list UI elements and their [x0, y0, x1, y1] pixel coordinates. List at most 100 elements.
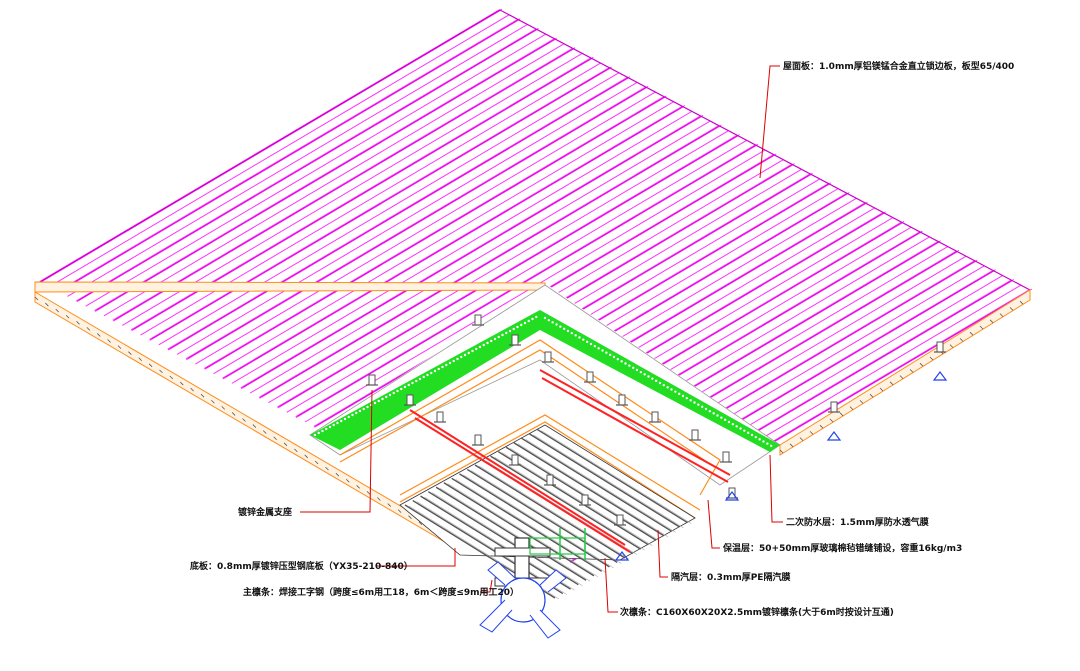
- clip-support: [546, 474, 554, 486]
- edge-hatch-tick: [190, 387, 194, 392]
- edge-hatch-tick: [999, 313, 1004, 317]
- callout-secondary-purlin: 次檩条：C160X60X20X2.5mm镀锌檩条(大于6m时按设计互通): [604, 557, 894, 618]
- edge-hatch-tick: [1019, 300, 1024, 305]
- edge-hatch-tick: [969, 331, 974, 336]
- insulation-dot: [666, 386, 669, 389]
- insulation-dot: [762, 440, 765, 443]
- roof-panel-outline: [39, 9, 1031, 291]
- insulation-dot: [662, 383, 666, 387]
- leader-vapor-barrier: [657, 529, 668, 578]
- insulation-dot: [712, 412, 715, 415]
- insulation-dot: [562, 327, 566, 331]
- insulation-dot: [746, 431, 750, 435]
- deck-rib-edge: [525, 439, 676, 533]
- deck-rib-edge: [447, 483, 599, 578]
- deck-rib-edge: [486, 461, 637, 555]
- deck-rib: [505, 446, 657, 541]
- edge-hatch-tick: [345, 478, 350, 483]
- edge-hatch-tick: [799, 437, 804, 441]
- insulation-dot: [493, 337, 497, 341]
- edge-hatch-tick: [929, 356, 934, 361]
- callout-roof-panel: 屋面板：1.0mm厚铝镁锰合金直立锁边板，板型65/400: [759, 60, 1014, 179]
- edge-hatch-tick: [789, 443, 794, 448]
- insulation-dot: [735, 425, 738, 428]
- insulation-dot: [693, 401, 696, 404]
- edge-bracket: [932, 371, 948, 381]
- insulation-dot: [400, 387, 403, 391]
- callout-vapor-barrier: 隔汽层：0.3mm厚PE隔汽膜: [657, 529, 791, 583]
- edge-hatch-tick: [169, 375, 174, 380]
- deck-rib: [474, 464, 626, 559]
- insulation-dot: [543, 316, 547, 320]
- insulation-dot: [559, 325, 562, 328]
- deck-rib-edge: [502, 452, 653, 546]
- edge-hatch-tick: [34, 296, 39, 301]
- edge-hatch-tick: [829, 418, 834, 423]
- insulation-dot: [482, 343, 485, 347]
- insulation-dot: [670, 388, 673, 391]
- edge-hatch-tick: [899, 375, 904, 379]
- insulation-dot: [605, 351, 608, 354]
- edge-hatch-tick: [86, 327, 91, 331]
- column-base-circle: [500, 577, 546, 623]
- callout-label-main-purlin: 主檩条：焊接工字钢（跨度≤6m用工18，6m＜跨度≤9m用工20）: [243, 586, 519, 598]
- insulation-dot: [750, 433, 754, 437]
- insulation-dot: [460, 355, 463, 359]
- roof-rib-shadow: [188, 85, 649, 359]
- insulation-dot: [754, 435, 758, 439]
- edge-hatch-tick: [366, 491, 371, 495]
- edge-bracket: [826, 431, 842, 441]
- deck-rib-edge: [471, 470, 622, 564]
- insulation-dot: [766, 442, 769, 445]
- callout-main-purlin: 主檩条：焊接工字钢（跨度≤6m用工18，6m＜跨度≤9m用工20）: [243, 579, 519, 598]
- roof-rib-shadow: [114, 47, 576, 320]
- insulation-dot: [490, 339, 493, 343]
- roof-rib: [213, 101, 674, 375]
- insulation-dot: [708, 409, 712, 413]
- edge-hatch-tick: [418, 521, 423, 526]
- callout-label-steel-support: 镀锌金属支座: [238, 506, 292, 518]
- edge-hatch-tick: [989, 319, 994, 324]
- insulation-dot: [720, 416, 723, 419]
- insulation-dot: [347, 415, 350, 419]
- insulation-dot: [620, 360, 623, 363]
- insulation-dot: [628, 364, 631, 367]
- leader-secondary-waterproof: [769, 454, 783, 523]
- deck-rib-edge: [424, 496, 575, 591]
- insulation-layer-area: [310, 310, 780, 452]
- insulation-dot: [332, 423, 335, 427]
- insulation-dot: [452, 359, 455, 363]
- insulation-dot: [578, 336, 581, 339]
- clip-support: [722, 451, 730, 463]
- callout-insulation-layer: 保温层：50+50mm厚玻璃棉毡错缝铺设，容重16kg/m3: [707, 499, 962, 554]
- insulation-dot: [585, 340, 589, 344]
- insulation-dot: [681, 394, 685, 398]
- insulation-dot: [392, 391, 395, 395]
- insulation-dot: [418, 377, 422, 381]
- deck-rib-edge: [432, 492, 583, 586]
- edge-hatch-tick: [159, 369, 163, 374]
- edge-hatch-tick: [859, 400, 864, 404]
- insulation-dot: [475, 347, 478, 351]
- deck-rib-edge: [517, 443, 669, 538]
- edge-hatch-tick: [949, 344, 954, 348]
- insulation-dot: [639, 370, 643, 374]
- deck-rib-edge: [463, 474, 614, 569]
- edge-hatch-tick: [849, 406, 854, 410]
- insulation-dot: [608, 353, 612, 357]
- insulation-dot: [685, 396, 689, 400]
- roof-panel-area: [40, 10, 1030, 445]
- roof-rib-shadow: [242, 114, 704, 388]
- deck-rib: [497, 451, 649, 546]
- edge-hatch-tick: [252, 424, 257, 428]
- vapor-barrier-outline: [339, 339, 721, 519]
- edge-hatch-tick: [335, 472, 340, 477]
- deck-rib: [420, 495, 571, 590]
- insulation-dot: [674, 390, 677, 393]
- insulation-dot: [445, 363, 448, 367]
- edge-hatch-tick: [387, 503, 392, 507]
- insulation-dot: [358, 409, 362, 413]
- clip-support: [618, 394, 626, 406]
- insulation-dot: [328, 425, 332, 429]
- insulation-dot: [407, 383, 410, 387]
